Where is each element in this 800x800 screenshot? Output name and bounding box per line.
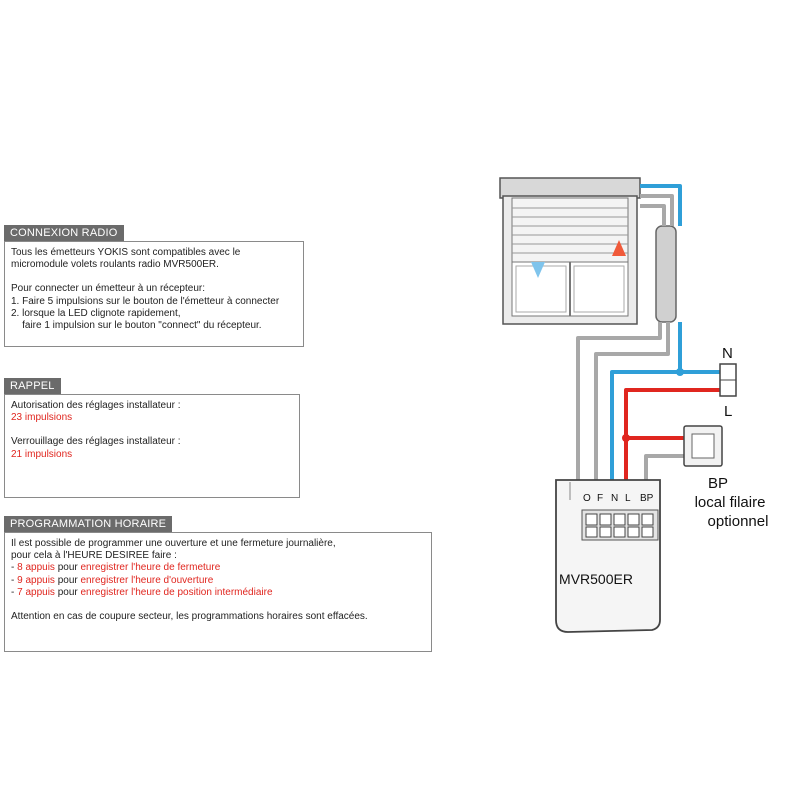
bp-line2: optionnel <box>708 513 769 530</box>
terminal-label: N <box>611 493 618 504</box>
terminal-label: L <box>625 493 631 504</box>
impulse-count: 21 impulsions <box>11 448 73 460</box>
warning-note: Attention en cas de coupure secteur, les… <box>11 611 368 623</box>
text-line: pour cela à l'HEURE DESIREE faire : <box>11 550 177 562</box>
roller-shutter-window <box>499 177 641 325</box>
mains-terminal-block <box>719 363 737 397</box>
action-text: enregistrer l'heure de position interméd… <box>80 586 273 598</box>
press-count: 9 appuis <box>17 574 55 586</box>
impulse-count: 23 impulsions <box>11 412 73 424</box>
list-item: - 7 appuis pour enregistrer l'heure de p… <box>11 586 273 598</box>
text-line: micromodule volets roulants radio MVR500… <box>11 259 219 271</box>
text-line: Autorisation des réglages installateur : <box>11 400 181 411</box>
terminal-label: F <box>597 493 603 504</box>
bp-line1: local filaire <box>695 494 766 511</box>
text-line: Pour connecter un émetteur à un récepteu… <box>11 283 206 295</box>
list-item: - 9 appuis pour enregistrer l'heure d'ou… <box>11 574 214 586</box>
push-button-switch <box>683 425 723 467</box>
text-line: Il est possible de programmer une ouvert… <box>11 538 336 549</box>
arrow-up-icon <box>612 240 626 256</box>
terminal-n-label: N <box>722 345 733 362</box>
text-line: Tous les émetteurs YOKIS sont compatible… <box>11 247 241 258</box>
panel-body: Autorisation des réglages installateur :… <box>4 394 300 498</box>
panel-title: CONNEXION RADIO <box>4 225 124 241</box>
panel-body: Tous les émetteurs YOKIS sont compatible… <box>4 241 304 347</box>
bp-title: BP <box>708 475 728 492</box>
text-line: Verrouillage des réglages installateur : <box>11 436 181 448</box>
arrow-down-icon <box>531 262 545 278</box>
action-text: enregistrer l'heure de fermeture <box>80 562 221 574</box>
text-line: 1. Faire 5 impulsions sur le bouton de l… <box>11 295 280 307</box>
text-line: faire 1 impulsion sur le bouton "connect… <box>11 320 262 332</box>
list-item: - 8 appuis pour enregistrer l'heure de f… <box>11 562 221 574</box>
press-count: 8 appuis <box>17 562 55 574</box>
programmation-horaire-panel: PROGRAMMATION HORAIRE Il est possible de… <box>4 514 432 652</box>
mvr500er-module <box>555 479 661 633</box>
terminal-l-label: L <box>724 403 732 420</box>
panel-title: RAPPEL <box>4 378 61 394</box>
text-line: 2. lorsque la LED clignote rapidement, <box>11 307 181 319</box>
press-count: 7 appuis <box>17 586 55 598</box>
action-text: enregistrer l'heure d'ouverture <box>80 574 214 586</box>
connexion-radio-panel: CONNEXION RADIO Tous les émetteurs YOKIS… <box>4 223 304 347</box>
terminal-label: O <box>583 493 591 504</box>
terminal-label: BP <box>640 493 654 504</box>
panel-title: PROGRAMMATION HORAIRE <box>4 516 173 532</box>
module-label: MVR500ER <box>559 571 633 587</box>
rappel-panel: RAPPEL Autorisation des réglages install… <box>4 376 300 498</box>
motor-cable-sleeve <box>655 225 677 323</box>
panel-body: Il est possible de programmer une ouvert… <box>4 532 432 652</box>
